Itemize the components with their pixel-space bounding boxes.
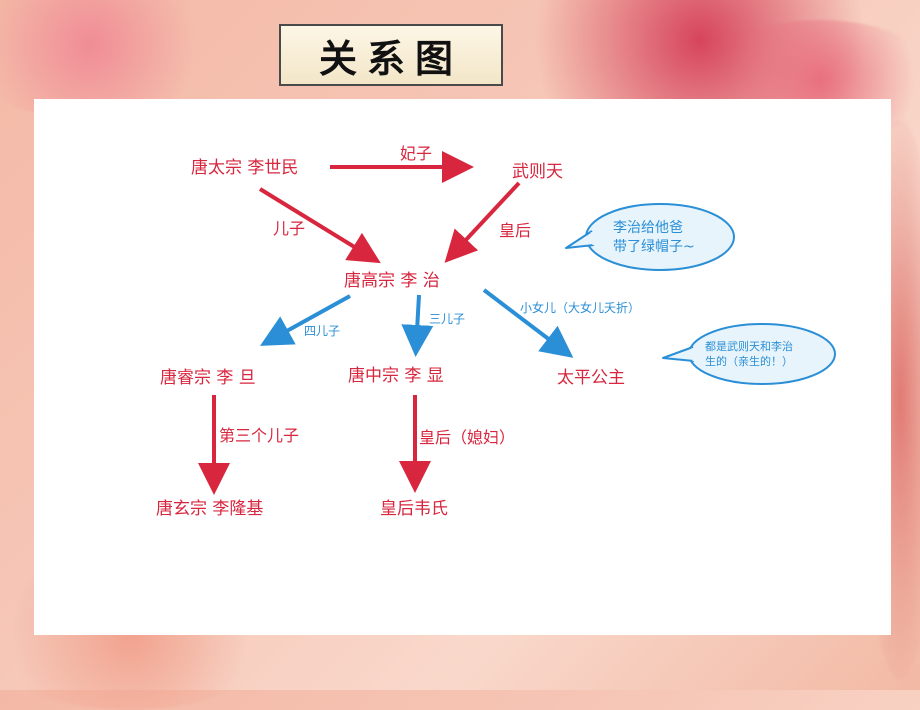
edge-label-third-son: 三儿子 [429,312,465,326]
page-title: 关系图 [318,35,463,81]
edge-label-concubine: 妃子 [400,144,432,163]
arrow-wuzetian-gaozong [444,181,521,263]
bubble-2-line2: 生的（亲生的！） [705,354,793,368]
edge-label-son: 儿子 [273,219,305,238]
edge-label-empress: 皇后 [499,221,531,240]
node-taizong: 唐太宗 李世民 [191,157,298,178]
edge-label-empress-daughter-in-law: 皇后（媳妇） [419,428,515,447]
node-gaozong: 唐高宗 李 治 [344,270,440,291]
bubble-1-line2: 带了绿帽子~ [613,239,695,255]
arrow-gaozong-ruizong [260,294,351,346]
edge-label-third-son-xuanzong: 第三个儿子 [219,426,299,445]
title-box: 关系图 [279,24,503,86]
arrow-gaozong-zhongzong [401,294,434,357]
node-xuanzong: 唐玄宗 李隆基 [156,498,263,519]
arrow-gaozong-taiping [482,288,574,358]
diagram-panel: 唐太宗 李世民 武则天 唐高宗 李 治 唐睿宗 李 旦 唐中宗 李 显 太平公主… [34,99,891,635]
edge-label-youngest-daughter: 小女儿（大女儿夭折） [520,300,640,315]
node-weishi: 皇后韦氏 [380,499,448,519]
bubble-1-line1: 李治给他爸 [613,220,683,236]
node-ruizong: 唐睿宗 李 旦 [160,367,256,388]
node-wuzetian: 武则天 [512,162,563,182]
arrow-taizong-gaozong [258,187,381,264]
node-taiping: 太平公主 [557,368,625,388]
speech-bubble-1: 李治给他爸 带了绿帽子~ [565,203,735,271]
edge-label-fourth-son: 四儿子 [304,324,340,338]
relationship-diagram: 唐太宗 李世民 武则天 唐高宗 李 治 唐睿宗 李 旦 唐中宗 李 显 太平公主… [156,144,836,519]
bubble-2-line1: 都是武则天和李治 [705,339,793,353]
node-zhongzong: 唐中宗 李 显 [348,365,444,386]
speech-bubble-2: 都是武则天和李治 生的（亲生的！） [662,323,836,385]
